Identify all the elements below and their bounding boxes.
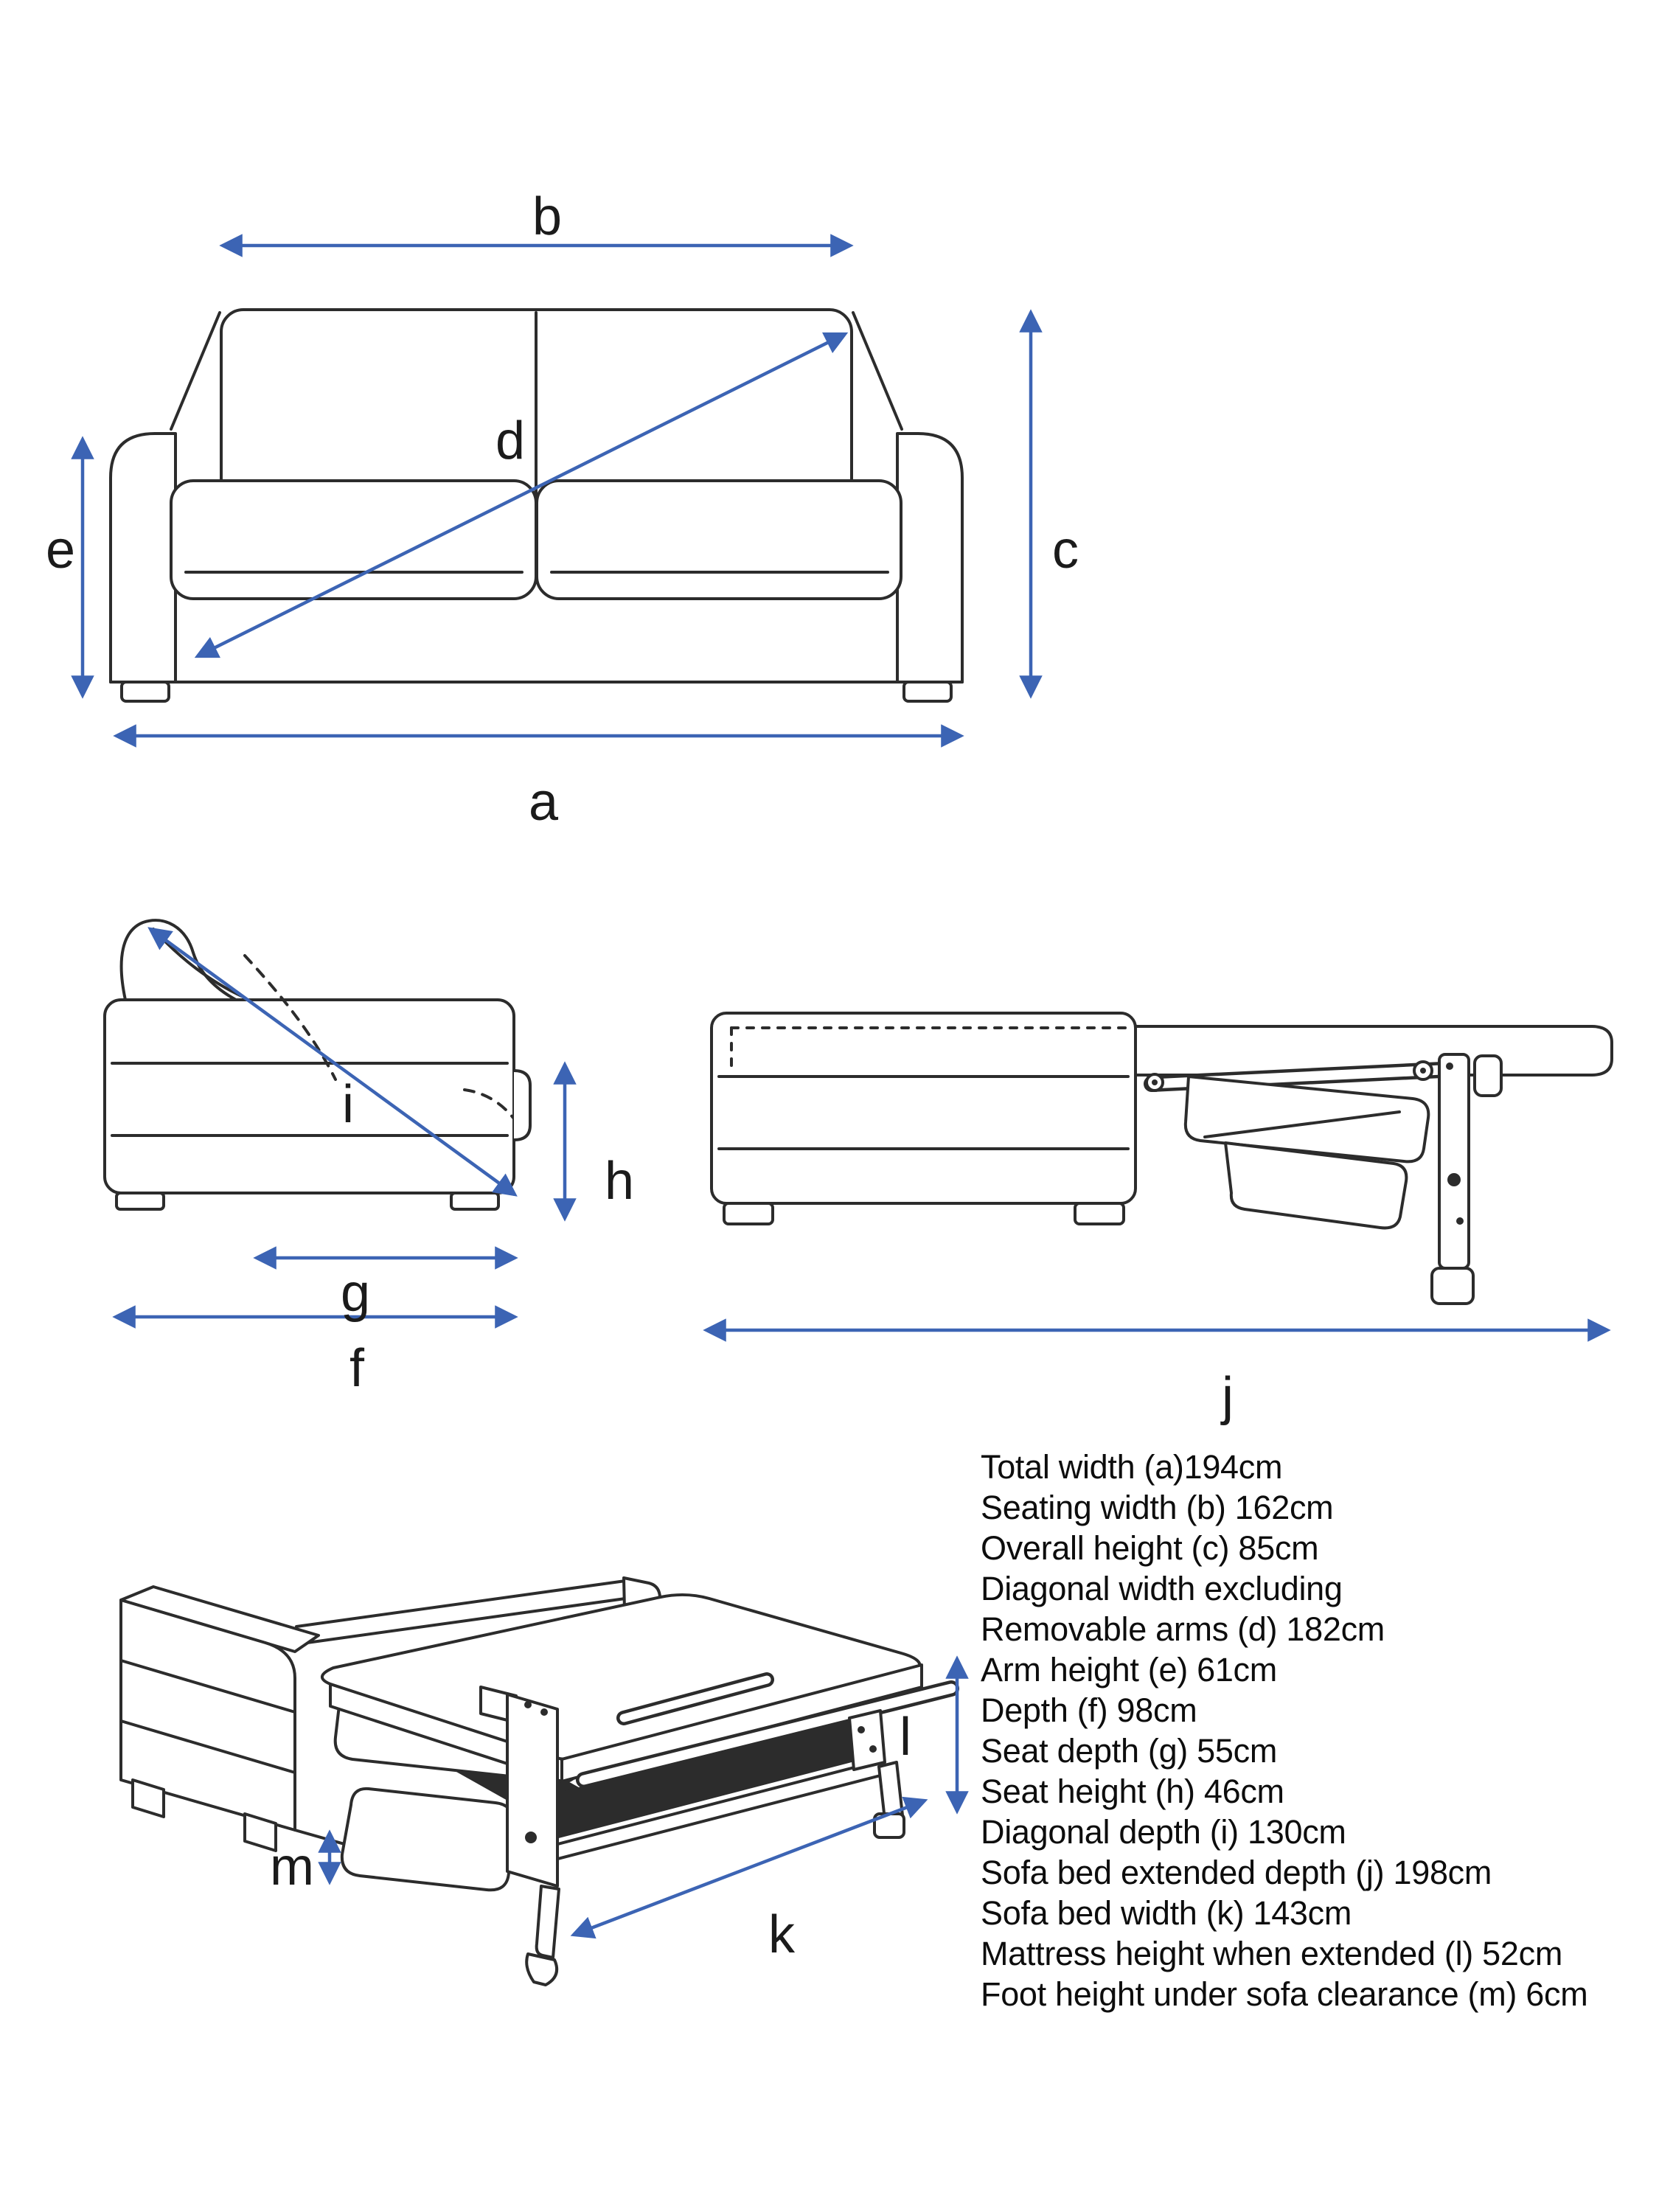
mechanism-bracket (506, 1693, 559, 1888)
folded-cushion-lower (340, 1787, 515, 1892)
dimension-line: Seating width (b) 162cm (981, 1489, 1334, 1526)
iso-arm-seam (119, 1719, 296, 1774)
dim-arrow-d (194, 332, 849, 658)
dim-label-a: a (529, 773, 559, 832)
rivet-dot (858, 1726, 865, 1733)
dimension-line: Sofa bed width (k) 143cm (981, 1894, 1352, 1932)
mechanism-strap (535, 1885, 560, 1959)
left-arm-wing-line (170, 311, 221, 431)
dim-label-c: c (1052, 521, 1079, 580)
dim-label-d: d (495, 411, 525, 470)
dimension-line: Total width (a)194cm (981, 1448, 1283, 1486)
sofa-bed-extended-side-view: j (703, 1012, 1613, 1426)
extended-body (710, 1012, 1137, 1205)
folded-cushion-seam (1203, 1110, 1401, 1138)
sofa-side-view: i h g f (103, 919, 634, 1398)
dimension-line: Diagonal depth (i) 130cm (981, 1813, 1346, 1851)
rivet-dot (1447, 1173, 1461, 1186)
sofa-foot (243, 1812, 277, 1852)
sofa-foot (1074, 1202, 1125, 1225)
sofa-foot (902, 681, 953, 703)
dim-label-k: k (768, 1905, 796, 1964)
dimension-list: Total width (a)194cm Seating width (b) 1… (981, 1447, 1652, 2014)
dimension-line: Seat depth (g) 55cm (981, 1732, 1278, 1770)
sofa-foot (450, 1192, 500, 1211)
iso-left-arm (119, 1599, 296, 1832)
mechanism-leg-bracket (1438, 1053, 1470, 1270)
rivet-dot (869, 1745, 877, 1753)
rivet-dot (524, 1701, 532, 1708)
dim-label-j: j (1220, 1367, 1234, 1426)
side-body (103, 998, 515, 1194)
dimension-line: Depth (f) 98cm (981, 1691, 1197, 1729)
sofa-right-arm (896, 432, 964, 684)
dimension-line: Removable arms (d) 182cm (981, 1610, 1385, 1648)
sofa-foot (120, 681, 170, 703)
iso-arm-seam (119, 1659, 296, 1714)
mattress-side-front (560, 1663, 923, 1783)
mechanism-foot (1430, 1267, 1475, 1305)
seat-cushion-left (170, 479, 538, 600)
dimension-line: Foot height under sofa clearance (m) 6cm (981, 1975, 1588, 2013)
folded-cushion-upper (1183, 1075, 1430, 1164)
dim-label-g: g (341, 1264, 370, 1323)
dim-label-h: h (605, 1152, 634, 1211)
dim-arrow-i (147, 927, 518, 1197)
hinge-plate (848, 1709, 886, 1771)
strap-foot (525, 1952, 558, 1986)
dim-label-l: l (900, 1708, 911, 1767)
dim-label-f: f (349, 1339, 365, 1398)
dimension-line: Overall height (c) 85cm (981, 1529, 1319, 1567)
dimension-line: Arm height (e) 61cm (981, 1651, 1277, 1688)
dim-label-i: i (342, 1075, 354, 1134)
dim-label-b: b (532, 187, 562, 246)
rivet-dot (540, 1708, 548, 1716)
sofa-foot (723, 1202, 774, 1225)
mechanism-hinge-tab (1473, 1054, 1503, 1097)
folded-cushion-lower (1224, 1141, 1408, 1230)
sofa-foot (131, 1778, 165, 1818)
sofa-left-arm (109, 432, 177, 684)
sofa-foot (115, 1192, 165, 1211)
dimension-line: Diagonal width excluding (981, 1570, 1343, 1607)
dim-label-e: e (46, 521, 75, 580)
rivet-dot (1446, 1062, 1453, 1070)
sofa-front-view: b d c e a (46, 187, 1079, 832)
right-arm-wing-line (852, 311, 903, 431)
sofa-bed-extended-iso-view: m l k (119, 1576, 969, 1986)
dim-label-m: m (270, 1837, 314, 1896)
side-handle-bump (513, 1069, 532, 1141)
side-back-cushion (119, 919, 237, 1001)
dimension-line: Sofa bed extended depth (j) 198cm (981, 1854, 1492, 1891)
dimension-line: Mattress height when extended (l) 52cm (981, 1935, 1562, 1972)
rivet-dot (525, 1832, 537, 1843)
dim-arrow-k (570, 1796, 928, 1939)
dimension-line: Seat height (h) 46cm (981, 1773, 1284, 1810)
seat-cushion-right (535, 479, 902, 600)
rivet-dot (1456, 1217, 1464, 1225)
